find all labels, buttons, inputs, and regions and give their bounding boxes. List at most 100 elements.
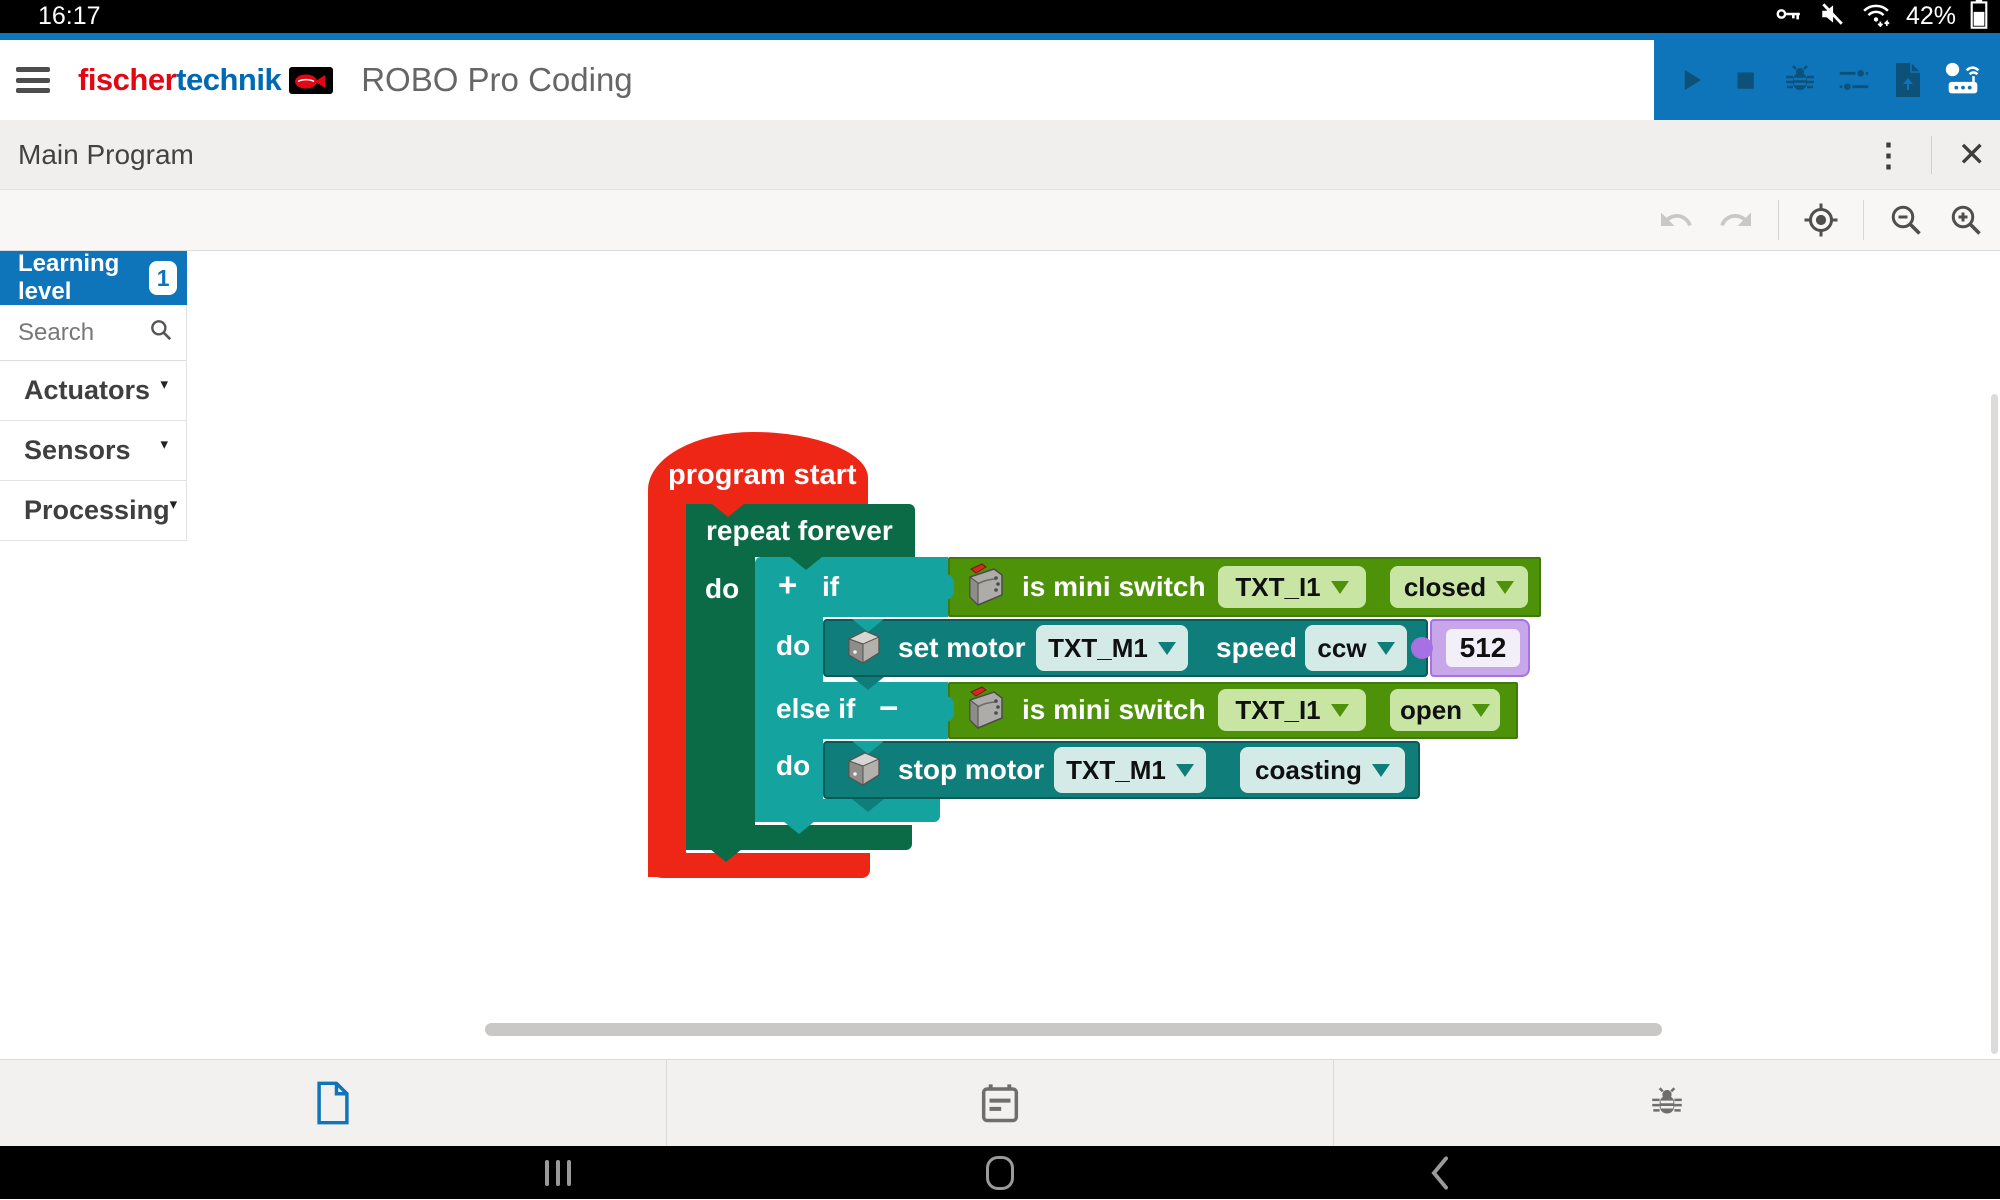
undo-icon[interactable] bbox=[1658, 202, 1694, 238]
if-label: if bbox=[822, 571, 840, 602]
dropdown-caret-icon bbox=[1175, 763, 1194, 777]
port-value: TXT_M1 bbox=[1048, 632, 1148, 663]
do-label: do bbox=[776, 630, 811, 661]
tab-debug[interactable] bbox=[1333, 1060, 2000, 1146]
motor-port-dropdown[interactable]: TXT_M1 bbox=[1036, 625, 1188, 671]
motor-port-dropdown[interactable]: TXT_M1 bbox=[1054, 747, 1206, 793]
value-connector-dot bbox=[1411, 637, 1433, 659]
repeat-forever-label: repeat forever bbox=[706, 515, 893, 546]
recents-button[interactable] bbox=[518, 1146, 598, 1199]
if-plus-icon[interactable]: + bbox=[778, 566, 798, 603]
program-start-left-spine[interactable] bbox=[648, 501, 686, 877]
back-button[interactable] bbox=[1400, 1146, 1480, 1199]
close-icon[interactable]: ✕ bbox=[1957, 135, 1987, 174]
learning-level-badge: 1 bbox=[149, 261, 177, 295]
divider bbox=[1863, 200, 1864, 240]
run-toolbar bbox=[1648, 40, 2000, 120]
else-if-label: else if bbox=[776, 693, 856, 724]
motor-icon bbox=[843, 627, 883, 672]
app-title: ROBO Pro Coding bbox=[361, 61, 633, 98]
port-value: TXT_M1 bbox=[1066, 754, 1166, 785]
bug-icon bbox=[1652, 1087, 1682, 1114]
mini-switch-icon bbox=[962, 686, 1010, 739]
android-nav-bar bbox=[0, 1146, 2000, 1199]
category-label: Actuators bbox=[24, 375, 151, 405]
tune-settings-icon[interactable] bbox=[1832, 58, 1876, 102]
block-else-if-row[interactable] bbox=[755, 682, 948, 739]
play-icon[interactable] bbox=[1669, 58, 1713, 102]
android-status-bar: 16:17 42% bbox=[0, 0, 2000, 33]
zoom-out-icon[interactable] bbox=[1888, 202, 1924, 238]
vertical-scrollbar[interactable] bbox=[1991, 394, 1998, 1054]
port-value: TXT_I1 bbox=[1235, 694, 1321, 725]
file-transfer-icon[interactable] bbox=[1886, 58, 1930, 102]
hamburger-menu-icon[interactable] bbox=[16, 67, 50, 93]
learning-level-banner[interactable]: Learning level 1 bbox=[0, 251, 187, 305]
zoom-in-icon[interactable] bbox=[1948, 202, 1984, 238]
value-socket-tab bbox=[936, 574, 954, 600]
wifi-icon bbox=[1860, 1, 1892, 32]
category-label: Processing bbox=[24, 495, 170, 525]
toolbox-category-sensors[interactable]: Sensors ▾ bbox=[0, 421, 187, 481]
chevron-down-icon: ▾ bbox=[169, 495, 178, 513]
port-dropdown[interactable]: TXT_I1 bbox=[1218, 566, 1366, 608]
motor-icon bbox=[843, 749, 883, 794]
redo-icon[interactable] bbox=[1718, 202, 1754, 238]
dropdown-caret-icon bbox=[1496, 580, 1515, 594]
number-value[interactable]: 512 bbox=[1446, 629, 1520, 667]
state-dropdown[interactable]: closed bbox=[1390, 566, 1528, 608]
state-value: closed bbox=[1403, 571, 1487, 602]
workspace-toolbar bbox=[0, 190, 2000, 251]
state-dropdown[interactable]: open bbox=[1390, 689, 1500, 731]
notch bbox=[852, 619, 884, 632]
logo-fischer: fischer bbox=[78, 62, 177, 97]
state-value: open bbox=[1399, 694, 1463, 725]
if-bottom[interactable] bbox=[755, 799, 940, 822]
tab-program-editor[interactable] bbox=[0, 1060, 666, 1146]
interface-panel-icon bbox=[981, 1084, 1019, 1123]
search-input[interactable] bbox=[18, 318, 128, 347]
home-button[interactable] bbox=[960, 1146, 1040, 1199]
toolbox-category-processing[interactable]: Processing ▾ bbox=[0, 481, 187, 541]
program-title: Main Program bbox=[18, 138, 194, 170]
mini-switch-icon bbox=[962, 563, 1010, 616]
logo-technik: technik bbox=[176, 62, 282, 97]
direction-dropdown[interactable]: ccw bbox=[1305, 625, 1407, 671]
program-tab-bar: Main Program ⋮ ✕ bbox=[0, 120, 2000, 190]
horizontal-scrollbar[interactable] bbox=[485, 1023, 1662, 1036]
port-dropdown[interactable]: TXT_I1 bbox=[1218, 689, 1366, 731]
dropdown-caret-icon bbox=[1371, 763, 1390, 777]
dropdown-caret-icon bbox=[1157, 641, 1176, 655]
value-socket-tab bbox=[936, 696, 954, 722]
dropdown-caret-icon bbox=[1330, 703, 1349, 717]
center-view-icon[interactable] bbox=[1803, 202, 1839, 238]
chevron-down-icon: ▾ bbox=[160, 435, 168, 453]
if-minus-icon[interactable]: − bbox=[879, 689, 899, 726]
program-start-label: program start bbox=[668, 459, 857, 491]
learning-level-label: Learning level bbox=[18, 251, 120, 305]
controller-connected-icon[interactable] bbox=[1941, 58, 1985, 102]
toolbox-category-actuators[interactable]: Actuators ▾ bbox=[0, 361, 187, 421]
program-start-bottom[interactable] bbox=[648, 853, 870, 878]
mode-value: coasting bbox=[1255, 754, 1362, 785]
dropdown-caret-icon bbox=[1376, 641, 1395, 655]
stop-mode-dropdown[interactable]: coasting bbox=[1240, 747, 1405, 793]
divider bbox=[1778, 200, 1779, 240]
vpn-key-icon bbox=[1774, 1, 1804, 32]
tab-interface-monitor[interactable] bbox=[666, 1060, 1333, 1146]
block-number-512[interactable]: 512 bbox=[1430, 619, 1530, 677]
status-icons: 42% bbox=[1774, 0, 1988, 34]
mute-icon bbox=[1818, 1, 1846, 32]
repeat-left-spine[interactable] bbox=[686, 557, 755, 825]
stop-motor-label: stop motor bbox=[898, 754, 1045, 785]
chevron-down-icon: ▾ bbox=[160, 375, 168, 393]
notch bbox=[712, 504, 744, 517]
bottom-tab-bar bbox=[0, 1059, 2000, 1146]
fish-logo-icon bbox=[289, 66, 334, 94]
block-if-header[interactable] bbox=[755, 557, 948, 617]
overflow-menu-icon[interactable]: ⋮ bbox=[1872, 136, 1905, 173]
search-icon[interactable] bbox=[148, 317, 174, 348]
debug-bug-icon[interactable] bbox=[1778, 58, 1822, 102]
category-label: Sensors bbox=[24, 435, 131, 465]
stop-icon[interactable] bbox=[1723, 58, 1767, 102]
